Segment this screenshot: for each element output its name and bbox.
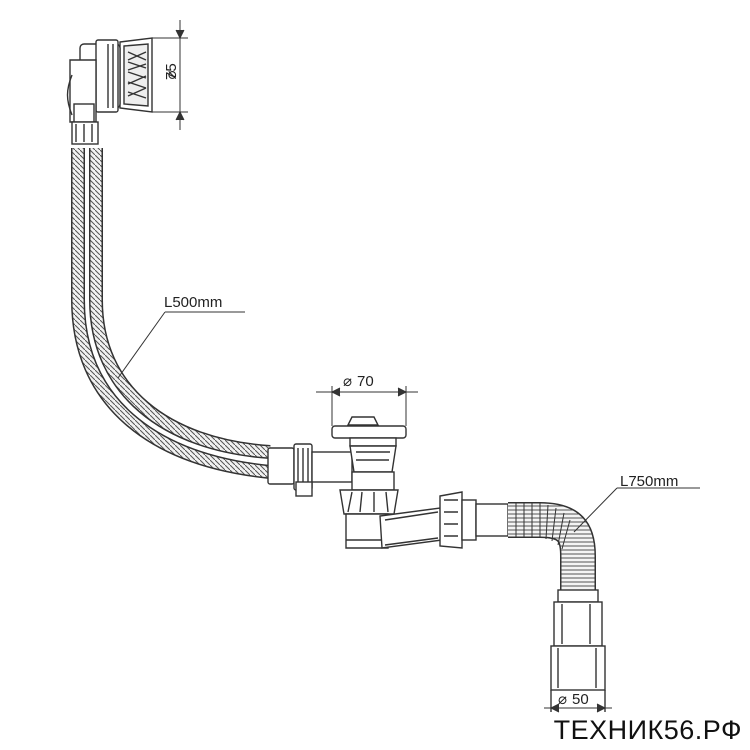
overflow-hose-length-leader (117, 311, 245, 379)
siphon-coupling (439, 491, 509, 549)
overflow-hose-length-label: L500mm (164, 294, 222, 311)
overflow-hose (71, 148, 271, 479)
siphon-hose-length-label: L750mm (620, 473, 678, 490)
outlet-diameter-symbol: ⌀ (558, 691, 567, 708)
watermark: ТЕХНИК56.РФ (553, 715, 742, 745)
siphon-flexible-hose (508, 502, 596, 590)
hose-coupling (267, 443, 353, 497)
bath-waste-drain (331, 416, 443, 549)
drain-diameter-symbol: ⌀ (343, 373, 352, 390)
overflow-diameter-label: 75 (163, 63, 180, 80)
drain-diameter-label: 70 (357, 373, 374, 390)
overflow-fitting (66, 37, 153, 145)
dimension-drain-diameter (316, 386, 418, 426)
diameter-symbol-75: ⌀ (163, 70, 180, 79)
siphon-hose-length-leader (573, 487, 700, 533)
dimension-overflow-diameter (152, 20, 188, 130)
outlet-diameter-label: 50 (572, 691, 589, 708)
outlet-pipe (550, 589, 606, 712)
dimension-outlet-diameter (544, 703, 612, 713)
